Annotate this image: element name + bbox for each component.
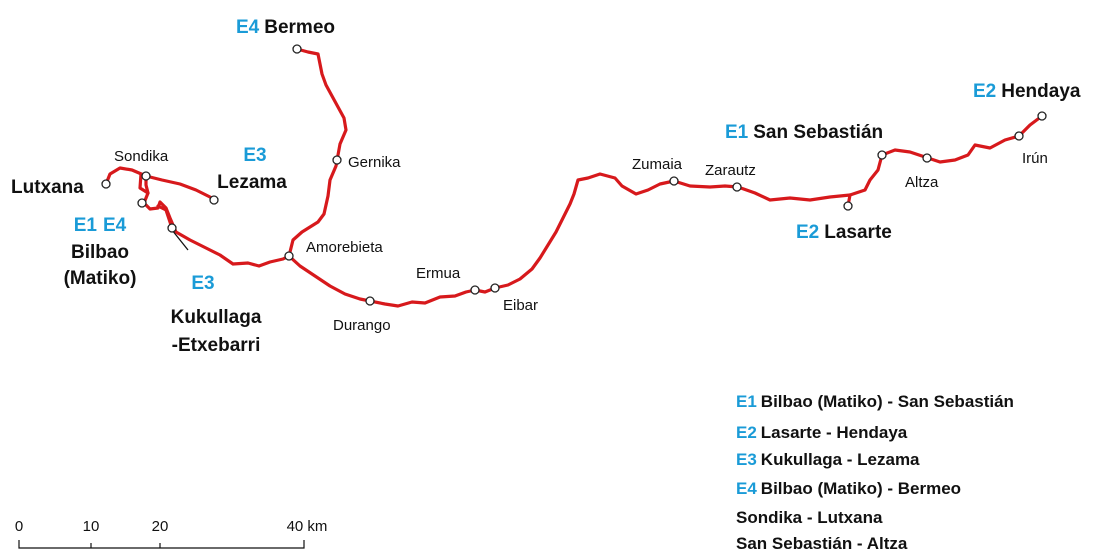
station-label-zarautz: Zarautz xyxy=(705,162,756,179)
station-node-durango[interactable] xyxy=(365,296,375,306)
bilbao-name-line2: (Matiko) xyxy=(64,268,137,289)
station-node-hendaya[interactable] xyxy=(1037,111,1047,121)
lezama-name: Lezama xyxy=(217,172,287,193)
station-label-ermua: Ermua xyxy=(416,265,461,282)
station-node-san-sebastian[interactable] xyxy=(877,150,887,160)
kukullaga-line-code: E3 xyxy=(191,273,214,294)
legend-item: Sondika - Lutxana xyxy=(736,508,883,527)
station-node-zarautz[interactable] xyxy=(732,182,742,192)
lezama-line-code: E3 xyxy=(243,145,266,166)
station-label-sondika: Sondika xyxy=(114,148,169,165)
station-node-kukullaga[interactable] xyxy=(167,223,177,233)
lutxana-name: Lutxana xyxy=(11,177,84,198)
station-node-irun[interactable] xyxy=(1014,131,1024,141)
station-node-lutxana[interactable] xyxy=(101,179,111,189)
bilbao-name-line1: Bilbao xyxy=(71,242,129,263)
station-label-amorebieta: Amorebieta xyxy=(306,239,383,256)
station-node-eibar[interactable] xyxy=(490,283,500,293)
legend-item: San Sebastián - Altza xyxy=(736,534,908,553)
scale-tick-label: 20 xyxy=(152,518,169,535)
kukullaga-leader-line xyxy=(171,229,189,251)
route-e4 xyxy=(287,47,348,258)
station-node-zumaia[interactable] xyxy=(669,176,679,186)
station-label-zumaia: Zumaia xyxy=(632,156,683,173)
kukullaga-name-line2: -Etxebarri xyxy=(172,335,261,356)
station-node-gernika[interactable] xyxy=(332,155,342,165)
scale-bar-line xyxy=(18,540,305,549)
scale-tick-label: 0 xyxy=(15,518,23,535)
scale-bar: 0 10 20 40 km xyxy=(15,518,328,549)
kukullaga-name-line1: Kukullaga xyxy=(171,307,262,328)
route-e3 xyxy=(144,174,216,230)
station-label-irun: Irún xyxy=(1022,150,1048,167)
scale-tick-label: 40 km xyxy=(287,518,328,535)
route-sondika-lutxana xyxy=(104,166,148,186)
station-node-bermeo[interactable] xyxy=(292,44,302,54)
station-node-lasarte[interactable] xyxy=(843,201,853,211)
station-node-lezama[interactable] xyxy=(209,195,219,205)
route-e1 xyxy=(138,153,884,308)
station-node-amorebieta[interactable] xyxy=(284,251,294,261)
station-label-gernika: Gernika xyxy=(348,154,401,171)
station-label-altza: Altza xyxy=(905,174,939,191)
station-node-bilbao[interactable] xyxy=(137,198,147,208)
scale-tick-label: 10 xyxy=(83,518,100,535)
station-label-durango: Durango xyxy=(333,317,391,334)
station-node-altza[interactable] xyxy=(922,153,932,163)
station-label-eibar: Eibar xyxy=(503,297,538,314)
station-node-ermua[interactable] xyxy=(470,285,480,295)
station-node-sondika[interactable] xyxy=(141,171,151,181)
